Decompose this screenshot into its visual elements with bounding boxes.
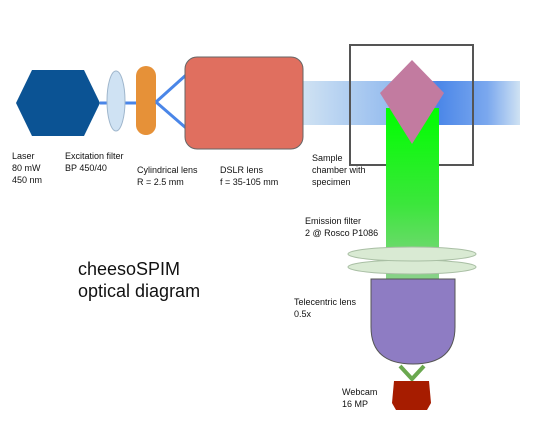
emission-filter-disc-lower [347, 259, 477, 275]
emission-filter-label: Emission filter [305, 216, 361, 226]
cylindrical-lens [136, 66, 156, 135]
emission-filter-spec: 2 @ Rosco P1086 [305, 228, 378, 238]
webcam [392, 381, 431, 410]
sample-chamber-label-1: Sample [312, 153, 343, 163]
telecentric-lens-label: Telecentric lens [294, 297, 357, 307]
telecentric-lens [370, 278, 456, 365]
dslr-lens-label: DSLR lens [220, 165, 264, 175]
webcam-label: Webcam [342, 387, 377, 397]
excitation-filter-label: Excitation filter [65, 151, 124, 161]
cylindrical-lens-spec: R = 2.5 mm [137, 177, 184, 187]
dslr-lens [184, 56, 304, 150]
laser-label: Laser [12, 151, 35, 161]
laser-power-label: 80 mW [12, 163, 41, 173]
laser-wavelength-label: 450 nm [12, 175, 42, 185]
dslr-lens-spec: f = 35-105 mm [220, 177, 278, 187]
fan-beam-lower [155, 100, 187, 130]
fan-beam-upper [154, 73, 188, 104]
sample-specimen [380, 60, 444, 144]
emission-filter-disc-upper [347, 246, 477, 262]
diagram-title-line-2: optical diagram [78, 281, 200, 301]
webcam-spec: 16 MP [342, 399, 368, 409]
webcam-light-link [398, 364, 426, 382]
excitation-filter-spec: BP 450/40 [65, 163, 107, 173]
excitation-filter [106, 70, 126, 132]
diagram-title-line-1: cheesoSPIM [78, 259, 180, 279]
sample-chamber-label-3: specimen [312, 177, 351, 187]
cylindrical-lens-label: Cylindrical lens [137, 165, 198, 175]
sample-chamber-label-2: chamber with [312, 165, 366, 175]
telecentric-lens-spec: 0.5x [294, 309, 312, 319]
laser [16, 70, 100, 136]
